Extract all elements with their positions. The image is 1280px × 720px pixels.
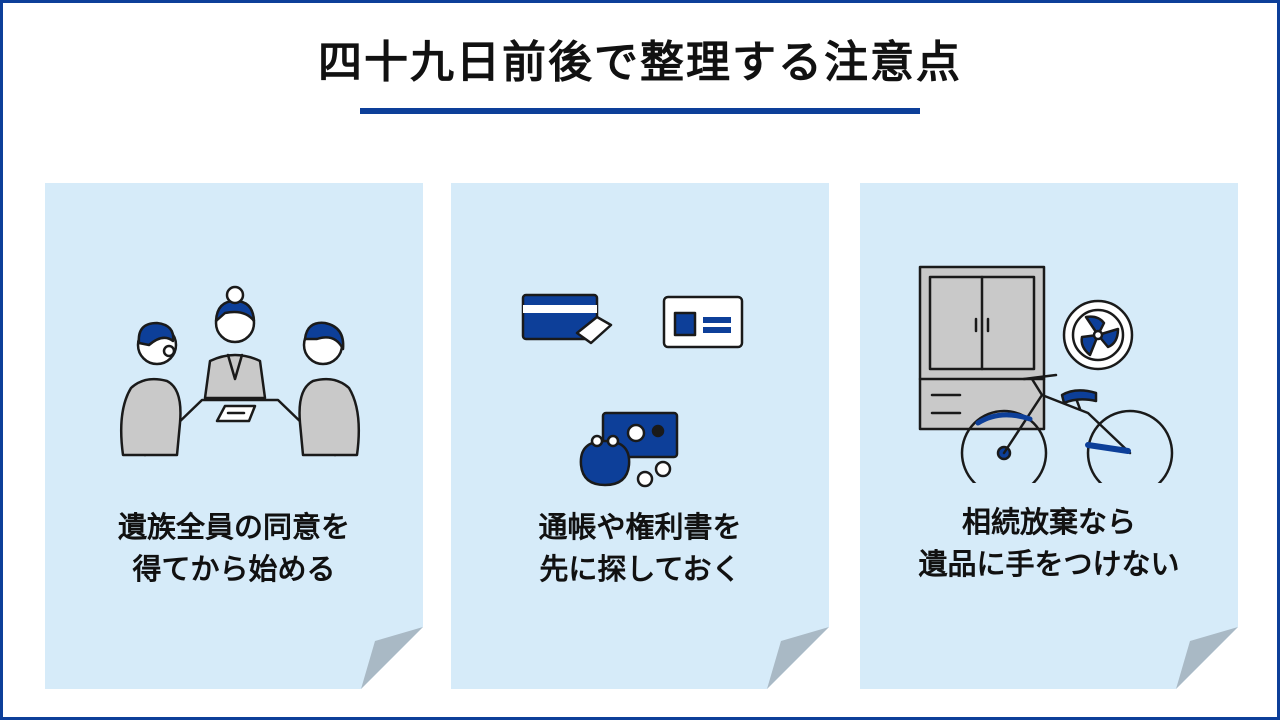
caption-line: 先に探しておく	[539, 552, 741, 586]
page-curl-fold	[767, 627, 829, 689]
caption-line: 遺品に手をつけない	[918, 547, 1180, 581]
page-curl-fold	[361, 627, 423, 689]
tip-caption: 通帳や権利書を 先に探しておく	[451, 506, 829, 590]
bicycle-icon	[960, 409, 1048, 483]
tip-card-inheritance-renunciation: 相続放棄なら 遺品に手をつけない	[860, 183, 1238, 689]
page-curl-fold	[1176, 627, 1238, 689]
caption-line: 相続放棄なら	[961, 505, 1136, 539]
caption-line: 通帳や権利書を	[538, 510, 742, 544]
documents-cards-wallet-illustration	[521, 293, 744, 488]
caption-line: 得てから始める	[132, 552, 336, 586]
tip-caption: 相続放棄なら 遺品に手をつけない	[860, 501, 1238, 585]
cabinet-fan-bicycle-illustration	[918, 265, 1174, 483]
tip-card-consent: 遺族全員の同意を 得てから始める	[45, 183, 423, 689]
family-meeting-illustration	[119, 285, 361, 457]
caption-line: 遺族全員の同意を	[117, 510, 350, 544]
tip-caption: 遺族全員の同意を 得てから始める	[45, 506, 423, 590]
title-underline	[360, 108, 920, 114]
coin-purse-icon	[579, 439, 631, 487]
tip-card-documents: 通帳や権利書を 先に探しておく	[451, 183, 829, 689]
page-title: 四十九日前後で整理する注意点	[318, 37, 962, 88]
card-background	[45, 183, 423, 689]
